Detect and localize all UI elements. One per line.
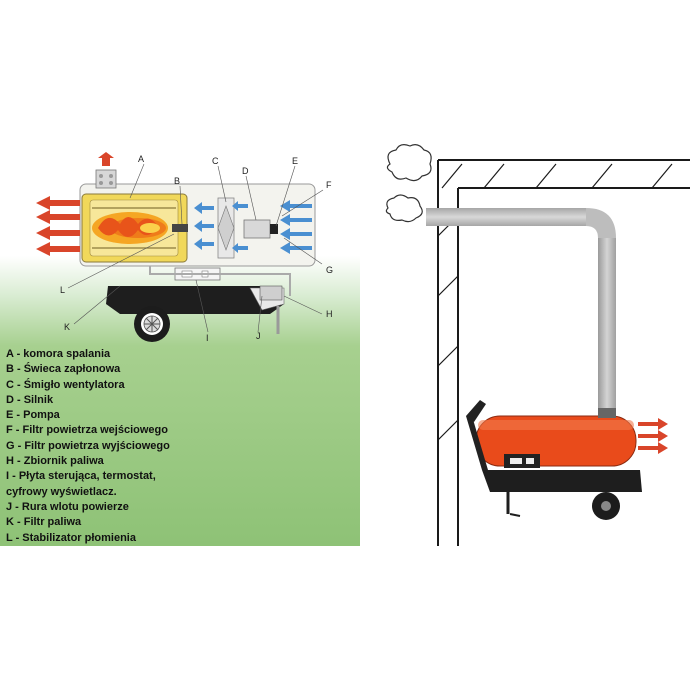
exhaust-vent (95, 169, 117, 189)
heat-arrow-icon (36, 196, 80, 256)
wall (437, 159, 690, 546)
wall-hatching (437, 163, 673, 441)
legend-item: D - Silnik (6, 393, 54, 406)
air-intake-arrow-icon (194, 200, 312, 254)
intake-pipe (149, 266, 291, 296)
fan-blade (217, 197, 235, 259)
legend-item: A - komora spalania (6, 348, 111, 360)
callout-h: H (326, 309, 333, 319)
legend-item: E - Pompa (6, 409, 60, 422)
callout-e: E (292, 156, 298, 166)
pump (270, 224, 278, 234)
heater-cutaway-diagram: A B C D E F G H I J K L (36, 152, 333, 343)
wheel-icon (592, 492, 620, 520)
callout-f: F (326, 180, 332, 190)
callout-i: I (206, 333, 209, 343)
installation-diagram (385, 144, 690, 546)
legend-item: K - Filtr paliwa (6, 516, 82, 529)
callout-b: B (174, 176, 180, 186)
callout-g: G (326, 265, 333, 275)
motor (243, 219, 271, 239)
heat-arrow-icon (98, 152, 114, 166)
legend-item: J - Rura wlotu powierze (6, 500, 129, 513)
heat-arrow-icon (638, 418, 668, 454)
callout-a: A (138, 154, 144, 164)
callout-k: K (64, 322, 70, 332)
legend-item: B - Świeca zapłonowa (6, 363, 121, 376)
legend-item: H - Zbiornik paliwa (6, 455, 104, 468)
exhaust-pipe (426, 208, 616, 416)
legend-item: F - Filtr powietrza wejściowego (6, 424, 168, 437)
spark-plug (172, 224, 188, 232)
callout-j: J (256, 331, 261, 341)
legend-item: I - Płyta sterująca, termostat, cyfrowy … (6, 470, 156, 498)
smoke-cloud-icon (385, 144, 432, 223)
legend-list: A - komora spalania B - Świeca zapłonowa… (6, 347, 196, 546)
callout-d: D (242, 166, 249, 176)
flame-icon (92, 212, 168, 244)
legend-item: G - Filtr powietrza wyjściowego (6, 439, 170, 452)
legend-item: L - Stabilizator płomienia (6, 531, 136, 544)
wheel-icon (134, 306, 170, 342)
callout-l: L (60, 285, 65, 295)
legend-item: C - Śmigło wentylatora (6, 378, 125, 391)
callout-c: C (212, 156, 219, 166)
heater (466, 400, 642, 517)
leader-lines (67, 163, 324, 333)
